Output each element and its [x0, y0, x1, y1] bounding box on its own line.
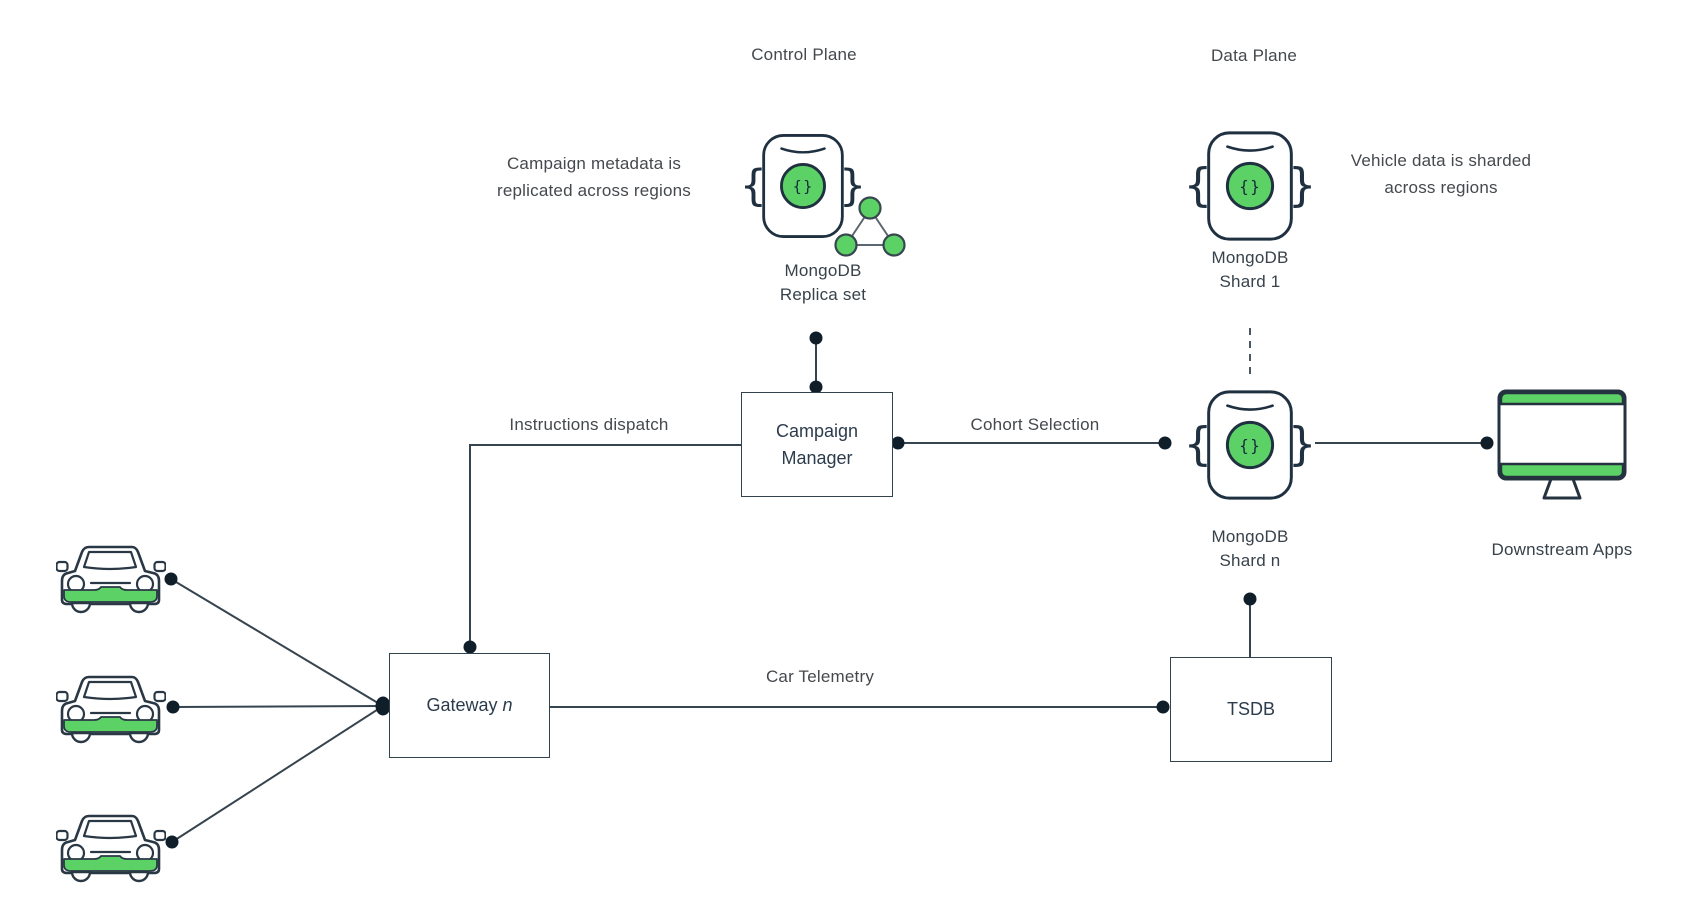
edge-label-instructions-dispatch: Instructions dispatch — [509, 415, 669, 434]
control-plane-title: Control Plane — [751, 45, 857, 64]
edge-label-car-telemetry: Car Telemetry — [765, 667, 875, 686]
connector-dot — [1156, 700, 1170, 714]
connector-dot — [809, 331, 823, 345]
campaign-manager-node: Campaign Manager — [741, 392, 893, 497]
connector-dot — [165, 835, 179, 849]
downstream-apps-label: Downstream Apps — [1491, 540, 1633, 559]
car-icon — [56, 675, 166, 744]
mongodb-shard-n-label: MongoDB Shard n — [1211, 527, 1289, 570]
monitor-icon — [1497, 389, 1627, 500]
brace-right-glyph: } — [1288, 159, 1312, 212]
connector-dot — [375, 696, 391, 716]
car-icon — [56, 814, 166, 883]
campaign-manager-label: Campaign Manager — [775, 421, 859, 468]
braces-glyph: {} — [793, 178, 814, 196]
tsdb-label: TSDB — [1226, 699, 1275, 720]
replica-set-triangle-icon — [834, 196, 906, 257]
connector-dot — [891, 436, 905, 450]
mongodb-shard-1-label: MongoDB Shard 1 — [1211, 248, 1289, 291]
mongodb-document-icon: {} { } — [744, 134, 862, 238]
connector-dot — [164, 572, 178, 586]
brace-left-glyph: { — [744, 161, 767, 211]
brace-right-glyph: } — [1288, 418, 1312, 471]
brace-left-glyph: { — [1188, 159, 1212, 212]
braces-glyph: {} — [1239, 177, 1261, 196]
braces-glyph: {} — [1239, 436, 1261, 455]
edge-vehicle2-gateway — [172, 705, 384, 708]
brace-left-glyph: { — [1188, 418, 1212, 471]
car-icon — [56, 545, 166, 614]
edge-vehicle1-gateway — [170, 578, 384, 707]
edge-gateway-campaign — [469, 444, 741, 650]
mongodb-document-icon: {} { } — [1188, 131, 1312, 241]
connector-dot — [166, 700, 180, 714]
gateway-label-n: n — [502, 695, 513, 716]
data-plane-title: Data Plane — [1210, 46, 1298, 65]
annotation-campaign-metadata: Campaign metadata is replicated across r… — [497, 154, 691, 200]
edge-vehicle3-gateway — [171, 705, 384, 843]
connector-dot — [1480, 436, 1494, 450]
mongodb-replica-set-label: MongoDB Replica set — [779, 261, 867, 304]
mongodb-document-icon: {} { } — [1188, 390, 1312, 500]
connector-dot — [463, 640, 477, 654]
annotation-vehicle-data: Vehicle data is sharded across regions — [1350, 151, 1532, 197]
edge-label-cohort-selection: Cohort Selection — [970, 415, 1100, 434]
brace-right-glyph: } — [839, 161, 862, 211]
tsdb-node: TSDB — [1170, 657, 1332, 762]
connector-dot — [1158, 436, 1172, 450]
connector-dot — [1243, 592, 1257, 606]
connector-dot — [809, 380, 823, 394]
